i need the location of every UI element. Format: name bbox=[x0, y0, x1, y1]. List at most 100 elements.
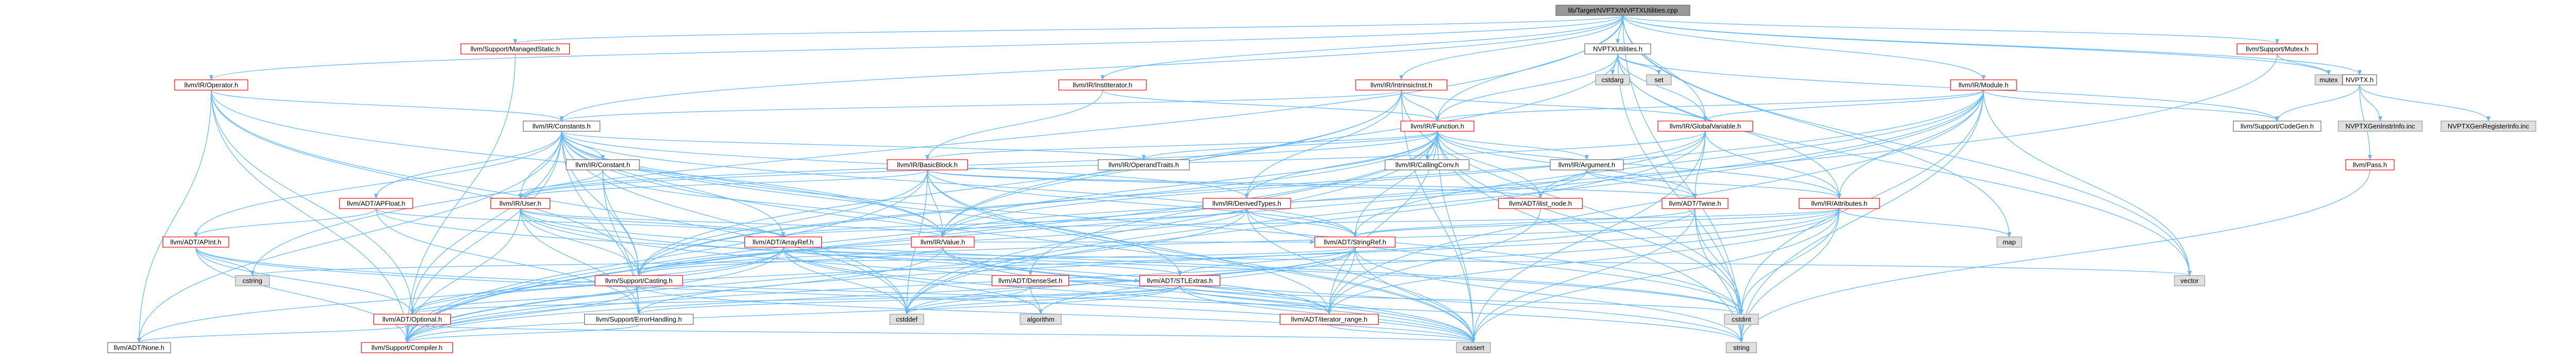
edge-function_h-to-basicblock bbox=[925, 131, 1438, 160]
node-label-iterator_range: llvm/ADT/iterator_range.h bbox=[1291, 315, 1367, 323]
node-ilist_node[interactable]: llvm/ADT/ilist_node.h bbox=[1498, 198, 1583, 209]
node-label-globalvariable: llvm/IR/GlobalVariable.h bbox=[1670, 122, 1741, 130]
edge-stringref-to-string bbox=[1354, 247, 1743, 343]
edge-globalvariable-to-twine_h bbox=[1693, 131, 1706, 199]
node-optional_h[interactable]: llvm/ADT/Optional.h bbox=[373, 314, 451, 325]
node-pass_h[interactable]: llvm/Pass.h bbox=[2345, 159, 2395, 170]
node-globalvariable[interactable]: llvm/IR/GlobalVariable.h bbox=[1657, 121, 1753, 132]
node-box-root bbox=[1555, 5, 1690, 16]
node-label-apfloat: llvm/ADT/APFloat.h bbox=[347, 199, 405, 207]
edge-basicblock-to-casting bbox=[637, 169, 928, 276]
node-callingconv[interactable]: llvm/IR/CallingConv.h bbox=[1384, 159, 1470, 170]
node-densemapinfo[interactable]: llvm/ADT/DenseSet.h bbox=[991, 275, 1070, 286]
edge-attributes_h-to-map bbox=[1839, 208, 2011, 237]
node-none_h[interactable]: llvm/ADT/None.h bbox=[107, 342, 171, 353]
node-vector: vector bbox=[2174, 275, 2206, 286]
edge-stringref-to-iterator_range bbox=[1327, 247, 1355, 315]
edge-root-to-institerator bbox=[1100, 15, 1623, 80]
nodes-layer: lib/Target/NVPTX/NVPTXUtilities.cpp llvm/… bbox=[107, 5, 2536, 353]
edge-stlextras-to-compiler_h bbox=[405, 285, 1180, 343]
edge-arrayref-to-stlextras bbox=[783, 247, 1182, 276]
node-box-string bbox=[1725, 342, 1757, 353]
node-box-pass_h bbox=[2345, 159, 2395, 170]
node-root[interactable]: lib/Target/NVPTX/NVPTXUtilities.cpp bbox=[1555, 5, 1690, 16]
node-label-map: map bbox=[2003, 238, 2015, 246]
node-box-optional_h bbox=[373, 314, 451, 325]
edge-module_h-to-iterator_range bbox=[1327, 90, 1984, 315]
node-module_h[interactable]: llvm/IR/Module.h bbox=[1950, 79, 2017, 91]
node-cassert: cassert bbox=[1456, 342, 1491, 353]
node-apint[interactable]: llvm/ADT/APInt.h bbox=[162, 236, 229, 248]
edge-stringref-to-cstring bbox=[250, 247, 1355, 276]
node-operandtraits[interactable]: llvm/IR/OperandTraits.h bbox=[1097, 159, 1190, 170]
edge-arrayref-to-vector bbox=[783, 247, 2192, 276]
node-arrayref[interactable]: llvm/ADT/ArrayRef.h bbox=[744, 236, 822, 248]
node-operator_h[interactable]: llvm/IR/Operator.h bbox=[174, 79, 248, 91]
node-label-value_h: llvm/IR/Value.h bbox=[921, 238, 965, 246]
edge-constant_h-to-value_h bbox=[602, 169, 945, 237]
node-label-stlextras: llvm/ADT/STLExtras.h bbox=[1147, 277, 1213, 284]
edge-mutex_h-to-compiler_h bbox=[405, 54, 2278, 343]
edge-constants_h-to-cassert bbox=[561, 131, 1476, 343]
node-intrinsicinst[interactable]: llvm/IR/IntrinsicInst.h bbox=[1355, 79, 1448, 91]
edge-nvptxutilities_h-to-codegen_h bbox=[1617, 54, 2279, 122]
edge-casting-to-optional_h bbox=[410, 285, 639, 315]
edge-attributes_h-to-arrayref bbox=[781, 208, 1840, 237]
edge-root-to-operator_h bbox=[209, 15, 1623, 80]
node-argument_h[interactable]: llvm/IR/Argument.h bbox=[1550, 159, 1624, 170]
edge-institerator-to-function_h bbox=[1102, 90, 1439, 122]
edge-attributes_h-to-cassert bbox=[1471, 208, 1840, 343]
node-basicblock[interactable]: llvm/IR/BasicBlock.h bbox=[887, 159, 968, 170]
node-cstddef: cstddef bbox=[889, 314, 924, 325]
node-constant_h[interactable]: llvm/IR/Constant.h bbox=[566, 159, 640, 170]
edge-managedstatic-to-compiler_h bbox=[405, 54, 516, 343]
edge-attributes_h-to-cstdint bbox=[1739, 208, 1840, 315]
node-twine_h[interactable]: llvm/ADT/Twine.h bbox=[1662, 198, 1728, 209]
edge-apint-to-cassert bbox=[195, 247, 1476, 343]
node-box-operandtraits bbox=[1097, 159, 1190, 170]
node-set: set bbox=[1646, 74, 1672, 85]
edge-constants_h-to-casting bbox=[561, 131, 641, 276]
node-box-argument_h bbox=[1550, 159, 1624, 170]
node-nvptx_h[interactable]: NVPTX.h bbox=[2342, 74, 2377, 85]
node-user_h[interactable]: llvm/IR/User.h bbox=[490, 198, 551, 209]
edge-intrinsicinst-to-globalvariable bbox=[1401, 90, 1707, 122]
node-managedstatic[interactable]: llvm/Support/ManagedStatic.h bbox=[460, 43, 570, 55]
node-nvptxutilities_h[interactable]: NVPTXUtilities.h bbox=[1584, 43, 1651, 55]
node-mutex_h[interactable]: llvm/Support/Mutex.h bbox=[2236, 43, 2318, 55]
edge-attributes_h-to-stringref bbox=[1353, 208, 1840, 237]
edge-function_h-to-operandtraits bbox=[1142, 131, 1438, 160]
edge-constants_h-to-arrayref bbox=[561, 131, 785, 237]
node-errorhandling[interactable]: llvm/Support/ErrorHandling.h bbox=[584, 314, 694, 325]
node-label-apint: llvm/ADT/APInt.h bbox=[171, 238, 222, 246]
node-stringref[interactable]: llvm/ADT/StringRef.h bbox=[1314, 236, 1396, 248]
node-apfloat[interactable]: llvm/ADT/APFloat.h bbox=[339, 198, 413, 209]
edge-function_h-to-argument_h bbox=[1437, 131, 1589, 160]
edge-operator_h-to-none_h bbox=[137, 90, 212, 343]
edge-apint-to-compiler_h bbox=[195, 247, 409, 343]
node-iterator_range[interactable]: llvm/ADT/iterator_range.h bbox=[1279, 314, 1379, 325]
edge-argument_h-to-twine_h bbox=[1586, 169, 1697, 199]
edge-function_h-to-iterator_range bbox=[1327, 131, 1438, 315]
node-constants_h[interactable]: llvm/IR/Constants.h bbox=[522, 121, 601, 132]
node-attributes_h[interactable]: llvm/IR/Attributes.h bbox=[1799, 198, 1880, 209]
edge-twine_h-to-cassert bbox=[1471, 208, 1696, 343]
node-stlextras[interactable]: llvm/ADT/STLExtras.h bbox=[1139, 275, 1221, 286]
node-value_h[interactable]: llvm/IR/Value.h bbox=[911, 236, 975, 248]
node-box-twine_h bbox=[1662, 198, 1728, 209]
node-codegen_h[interactable]: llvm/Support/CodeGen.h bbox=[2233, 121, 2321, 132]
edge-intrinsicinst-to-constants_h bbox=[560, 90, 1402, 122]
node-box-set bbox=[1646, 74, 1672, 85]
node-casting[interactable]: llvm/Support/Casting.h bbox=[595, 275, 683, 286]
edge-attributes_h-to-iterator_range bbox=[1327, 208, 1840, 315]
edge-root-to-mutex bbox=[1622, 15, 2331, 75]
node-label-none_h: llvm/ADT/None.h bbox=[114, 344, 164, 351]
edge-attributes_h-to-optional_h bbox=[410, 208, 1840, 315]
edge-operator_h-to-casting bbox=[211, 90, 641, 276]
edge-apint-to-optional_h bbox=[195, 247, 414, 315]
edge-root-to-managedstatic bbox=[513, 15, 1623, 44]
node-function_h[interactable]: llvm/IR/Function.h bbox=[1400, 121, 1475, 132]
node-compiler_h[interactable]: llvm/Support/Compiler.h bbox=[361, 342, 453, 353]
node-institerator[interactable]: llvm/IR/InstIterator.h bbox=[1058, 79, 1147, 91]
node-derivedtypes[interactable]: llvm/IR/DerivedTypes.h bbox=[1202, 198, 1291, 209]
